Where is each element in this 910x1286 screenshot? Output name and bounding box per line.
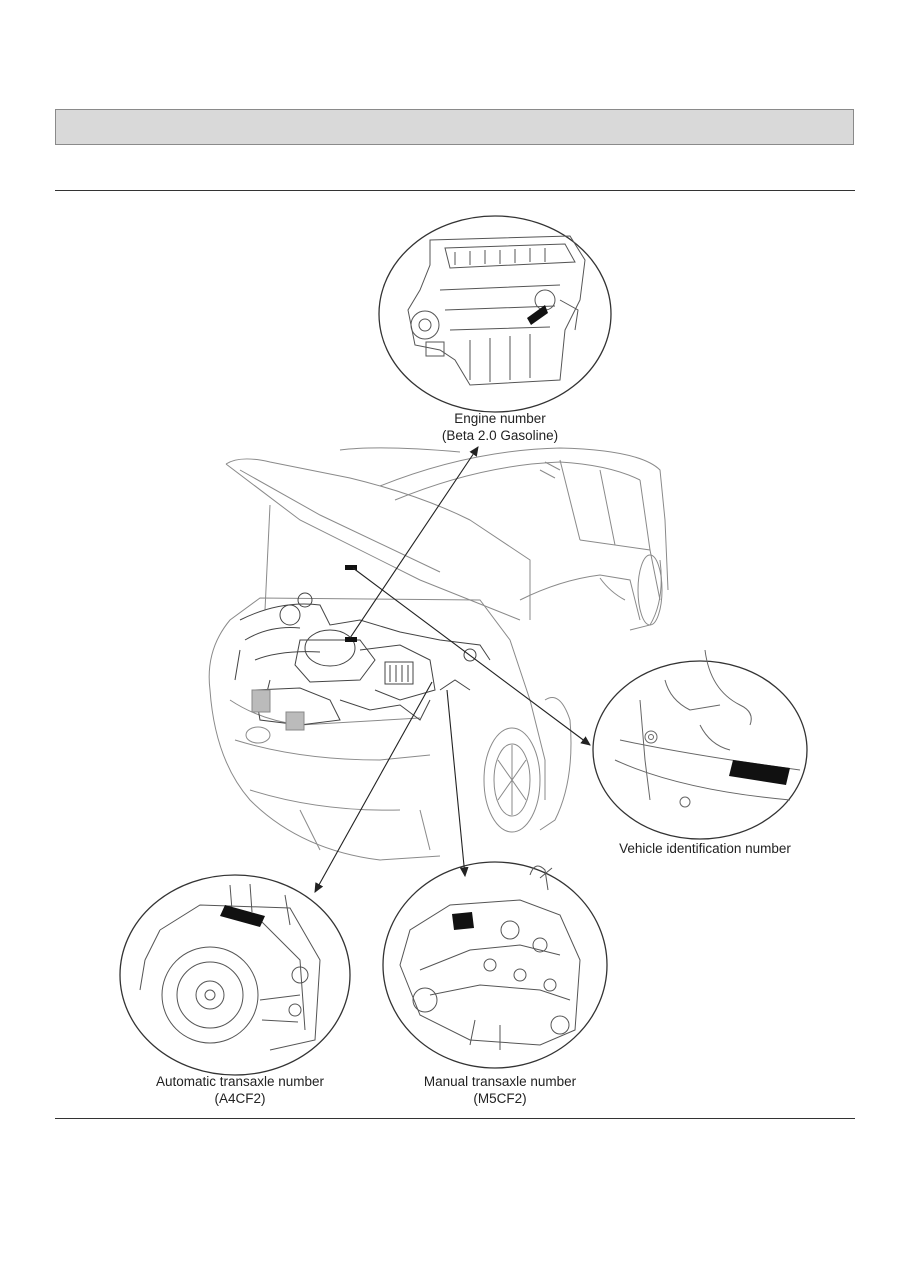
engine-leader bbox=[349, 446, 479, 639]
engine-label-line1: Engine number bbox=[454, 411, 546, 426]
manual-transaxle-callout bbox=[382, 861, 608, 1069]
section-header-bar bbox=[55, 109, 854, 145]
engine-number-label: Engine number (Beta 2.0 Gasoline) bbox=[410, 410, 590, 444]
automatic-transaxle-label: Automatic transaxle number (A4CF2) bbox=[130, 1073, 350, 1107]
automatic-transaxle-callout bbox=[119, 874, 351, 1076]
engine-bay-illustration bbox=[234, 592, 491, 726]
manual-leader bbox=[446, 689, 469, 878]
bottom-divider bbox=[55, 1118, 855, 1119]
automatic-label-line2: (A4CF2) bbox=[214, 1091, 266, 1106]
vin-callout bbox=[592, 649, 808, 840]
vin-leader bbox=[352, 567, 591, 746]
automatic-number-marker bbox=[220, 905, 265, 927]
manual-label-line2: (M5CF2) bbox=[473, 1091, 527, 1106]
fuse-hatch bbox=[285, 711, 305, 731]
vin-label-line1: Vehicle identification number bbox=[619, 841, 791, 856]
engine-number-marker bbox=[527, 305, 548, 325]
vin-marker-on-car bbox=[345, 565, 357, 570]
car-illustration bbox=[208, 447, 669, 861]
vin-label: Vehicle identification number bbox=[600, 840, 810, 857]
engine-marker-on-car bbox=[345, 637, 357, 642]
vin-plate-marker bbox=[729, 760, 790, 785]
engine-illustration bbox=[407, 235, 586, 386]
automatic-label-line1: Automatic transaxle number bbox=[155, 1074, 325, 1089]
manual-transaxle-label: Manual transaxle number (M5CF2) bbox=[400, 1073, 600, 1107]
engine-label-line2: (Beta 2.0 Gasoline) bbox=[441, 428, 559, 443]
automatic-leader bbox=[314, 681, 433, 893]
battery-hatch bbox=[251, 689, 271, 713]
leader-lines bbox=[314, 446, 591, 893]
manual-label-line1: Manual transaxle number bbox=[423, 1074, 577, 1089]
manual-number-marker bbox=[452, 912, 474, 930]
top-divider bbox=[55, 190, 855, 191]
engine-callout bbox=[378, 215, 612, 413]
